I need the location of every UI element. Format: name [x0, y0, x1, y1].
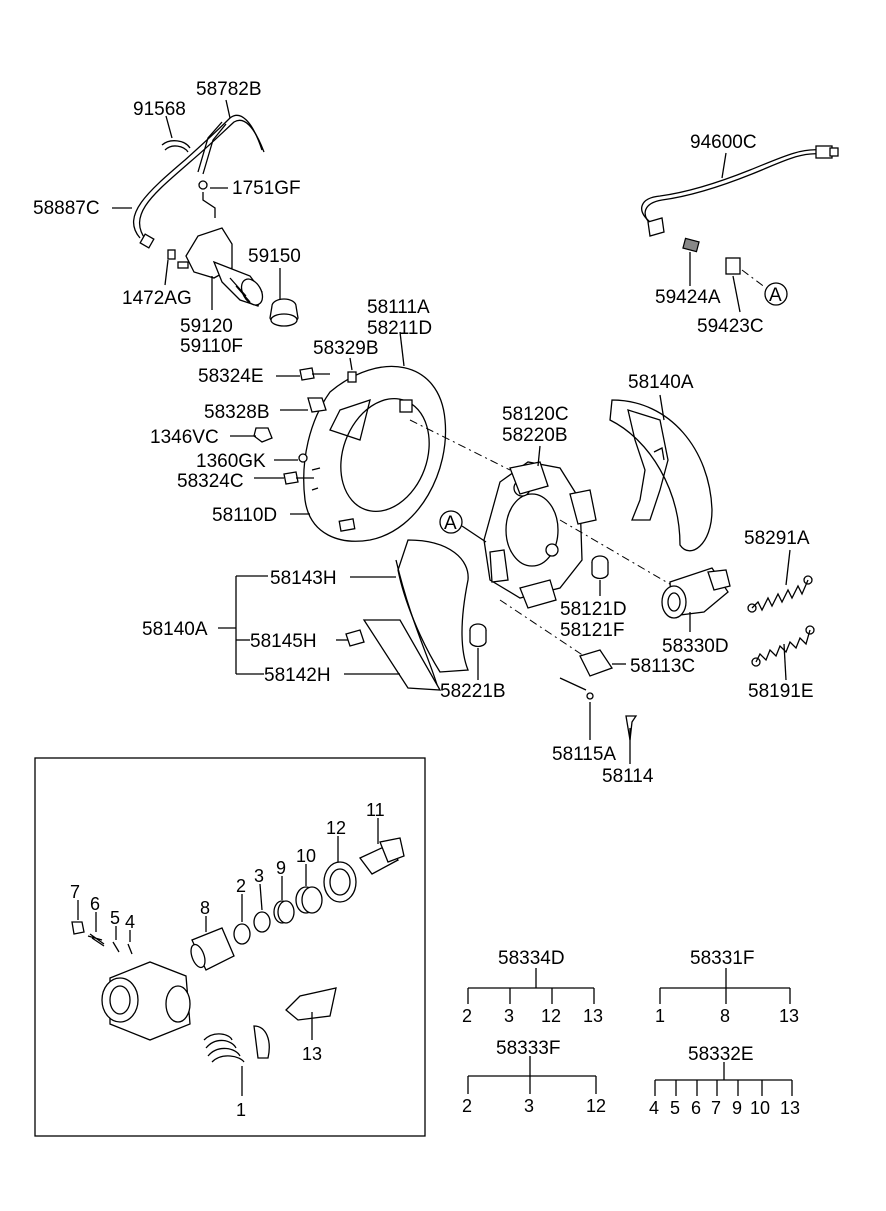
reference-marker-a-sensor: A — [769, 285, 782, 306]
part-label-58291a: 58291A — [744, 528, 810, 549]
inset-callout-7: 7 — [70, 882, 80, 902]
return-springs-group — [747, 549, 815, 681]
part-label-58221b: 58221B — [440, 681, 506, 702]
part-label-58211d: 58211D — [367, 318, 432, 339]
kit-58333f-item: 12 — [586, 1096, 606, 1116]
inset-callout-10: 10 — [296, 846, 316, 866]
kit-58331f-tree — [659, 968, 791, 1004]
kit-58332e-tree — [654, 1062, 793, 1096]
wheel-speed-sensor-group — [641, 145, 839, 313]
part-label-58220b: 58220B — [502, 425, 568, 446]
inset-callout-4: 4 — [125, 912, 135, 932]
inset-callout-9: 9 — [276, 858, 286, 878]
part-label-59424a: 59424A — [655, 287, 721, 308]
kit-58333f-item: 2 — [462, 1096, 472, 1116]
kit-58332e-item: 7 — [711, 1098, 721, 1118]
part-label-58143h: 58143H — [270, 568, 337, 589]
part-label-1360gk: 1360GK — [196, 451, 266, 472]
kit-58332e-item: 13 — [780, 1098, 800, 1118]
part-label-58324c: 58324C — [177, 471, 244, 492]
inset-callout-5: 5 — [110, 908, 120, 928]
parking-brake-cable-group — [112, 99, 299, 327]
part-label-59110f: 59110F — [180, 336, 243, 357]
reference-marker-a-lever: A — [444, 513, 457, 534]
kit-58334d-tree — [467, 968, 595, 1004]
kit-58332e-title: 58332E — [688, 1044, 754, 1065]
inset-callout-3: 3 — [254, 866, 264, 886]
part-label-1472ag: 1472AG — [122, 288, 192, 309]
part-label-58324e: 58324E — [198, 366, 264, 387]
kit-58334d-title: 58334D — [498, 948, 565, 969]
part-label-58121f: 58121F — [560, 620, 624, 641]
part-label-91568: 91568 — [133, 99, 186, 120]
inset-callout-1: 1 — [236, 1100, 246, 1120]
part-label-58111a: 58111A — [367, 297, 430, 318]
inset-callout-13: 13 — [302, 1044, 322, 1064]
anchor-lever-group — [439, 445, 681, 661]
kit-58331f-item: 1 — [655, 1006, 665, 1026]
part-label-58120c: 58120C — [502, 404, 569, 425]
inset-callout-8: 8 — [200, 898, 210, 918]
part-label-58329b: 58329B — [313, 338, 379, 359]
kit-58334d-item: 2 — [462, 1006, 472, 1026]
part-label-58121d: 58121D — [560, 599, 627, 620]
part-label-58328b: 58328B — [204, 402, 270, 423]
part-label-58114: 58114 — [602, 766, 654, 787]
kit-58333f-tree — [467, 1056, 597, 1094]
part-label-58110d: 58110D — [212, 505, 277, 526]
part-label-59423c: 59423C — [697, 316, 764, 337]
part-label-1346vc: 1346VC — [150, 427, 219, 448]
kit-58333f-item: 3 — [524, 1096, 534, 1116]
part-label-58145h: 58145H — [250, 631, 317, 652]
backing-plate-group — [230, 331, 511, 542]
inset-callout-12: 12 — [326, 818, 346, 838]
kit-58332e-item: 6 — [691, 1098, 701, 1118]
part-label-59120: 59120 — [180, 316, 233, 337]
part-label-58140a-lower: 58140A — [142, 619, 208, 640]
part-label-58191e: 58191E — [748, 681, 814, 702]
kit-58334d-item: 3 — [504, 1006, 514, 1026]
kit-58332e-item: 5 — [670, 1098, 680, 1118]
kit-58332e-item: 10 — [750, 1098, 770, 1118]
part-label-58330d: 58330D — [662, 636, 729, 657]
part-label-58142h: 58142H — [264, 665, 331, 686]
kit-58332e-item: 9 — [732, 1098, 742, 1118]
part-label-58887c: 58887C — [33, 198, 100, 219]
part-label-58782b: 58782B — [196, 79, 262, 100]
part-label-1751gf: 1751GF — [232, 178, 301, 199]
kit-58334d-item: 13 — [583, 1006, 603, 1026]
inset-callout-2: 2 — [236, 876, 246, 896]
kit-58331f-title: 58331F — [690, 948, 754, 969]
inset-callout-11: 11 — [366, 800, 385, 820]
kit-58333f-title: 58333F — [496, 1038, 560, 1059]
inset-callout-6: 6 — [90, 894, 100, 914]
part-label-94600c: 94600C — [690, 132, 757, 153]
kit-58332e-item: 4 — [649, 1098, 659, 1118]
adjuster-and-bushings-group — [469, 555, 731, 764]
upper-brake-shoe-group — [609, 394, 713, 552]
wheel-cylinder-inset-box — [34, 757, 426, 1137]
kit-58331f-item: 13 — [779, 1006, 799, 1026]
part-label-58113c: 58113C — [630, 656, 695, 677]
kit-58331f-item: 8 — [720, 1006, 730, 1026]
wheel-cylinder-exploded-group — [71, 818, 405, 1096]
kit-58334d-item: 12 — [541, 1006, 561, 1026]
part-label-59150: 59150 — [248, 246, 301, 267]
lower-brake-shoe-group — [218, 539, 469, 691]
part-label-58115a: 58115A — [552, 744, 616, 765]
part-label-58140a-upper: 58140A — [628, 372, 694, 393]
